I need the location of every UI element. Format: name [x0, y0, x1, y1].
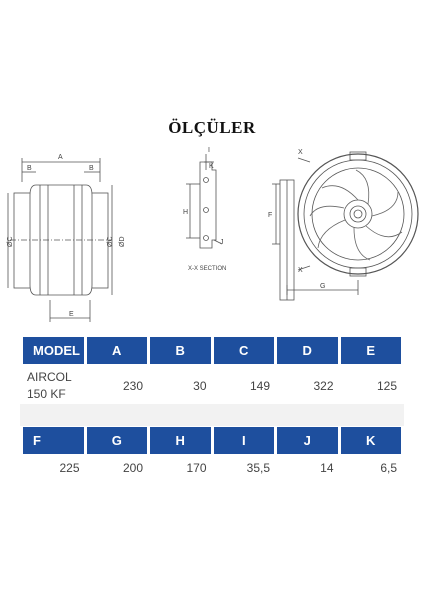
header-h: H — [150, 427, 211, 454]
header-model: MODEL — [23, 337, 84, 364]
page-title: ÖLÇÜLER — [168, 118, 256, 137]
cell-f: 225 — [23, 454, 84, 482]
cell-h: 170 — [150, 454, 211, 482]
table-header-row: MODEL A B C D E — [23, 337, 401, 364]
label-a: A — [58, 154, 63, 161]
cell-i: 35,5 — [213, 454, 274, 482]
label-b-right: B — [89, 165, 94, 172]
cell-d: 322 — [277, 364, 338, 408]
header-a: A — [86, 337, 147, 364]
cell-a: 230 — [86, 364, 147, 408]
label-x-top: X — [298, 149, 303, 156]
header-f: F — [23, 427, 84, 454]
dimensions-table-2: F G H I J K 225 200 170 35,5 14 6,5 — [20, 427, 404, 482]
label-j: J — [220, 239, 224, 246]
cell-b: 30 — [150, 364, 211, 408]
header-e: E — [340, 337, 401, 364]
header-b: B — [150, 337, 211, 364]
cell-k: 6,5 — [340, 454, 401, 482]
header-d: D — [277, 337, 338, 364]
technical-drawing: A B B ØC ØC ØD E I K H J X-X SECTION X X… — [7, 147, 419, 322]
label-f: F — [268, 212, 272, 219]
label-k: K — [209, 163, 214, 170]
section-caption: X-X SECTION — [188, 266, 226, 272]
cell-c: 149 — [213, 364, 274, 408]
header-i: I — [213, 427, 274, 454]
table-row: 225 200 170 35,5 14 6,5 — [23, 454, 401, 482]
label-i: I — [208, 147, 210, 154]
section-view — [186, 154, 223, 249]
label-d: ØD — [119, 237, 126, 248]
side-view — [7, 158, 113, 322]
header-j: J — [277, 427, 338, 454]
label-x-bottom: X — [298, 267, 303, 274]
label-c-mid: ØC — [107, 237, 114, 248]
cell-g: 200 — [86, 454, 147, 482]
cell-j: 14 — [277, 454, 338, 482]
label-g: G — [320, 283, 325, 290]
label-c-left: ØC — [7, 237, 14, 248]
front-view — [272, 151, 419, 301]
label-e: E — [69, 311, 74, 318]
header-c: C — [213, 337, 274, 364]
header-k: K — [340, 427, 401, 454]
header-g: G — [86, 427, 147, 454]
table-spacer — [20, 404, 404, 426]
table-header-row: F G H I J K — [23, 427, 401, 454]
cell-e: 125 — [340, 364, 401, 408]
label-b-left: B — [27, 165, 32, 172]
label-h: H — [183, 209, 188, 216]
